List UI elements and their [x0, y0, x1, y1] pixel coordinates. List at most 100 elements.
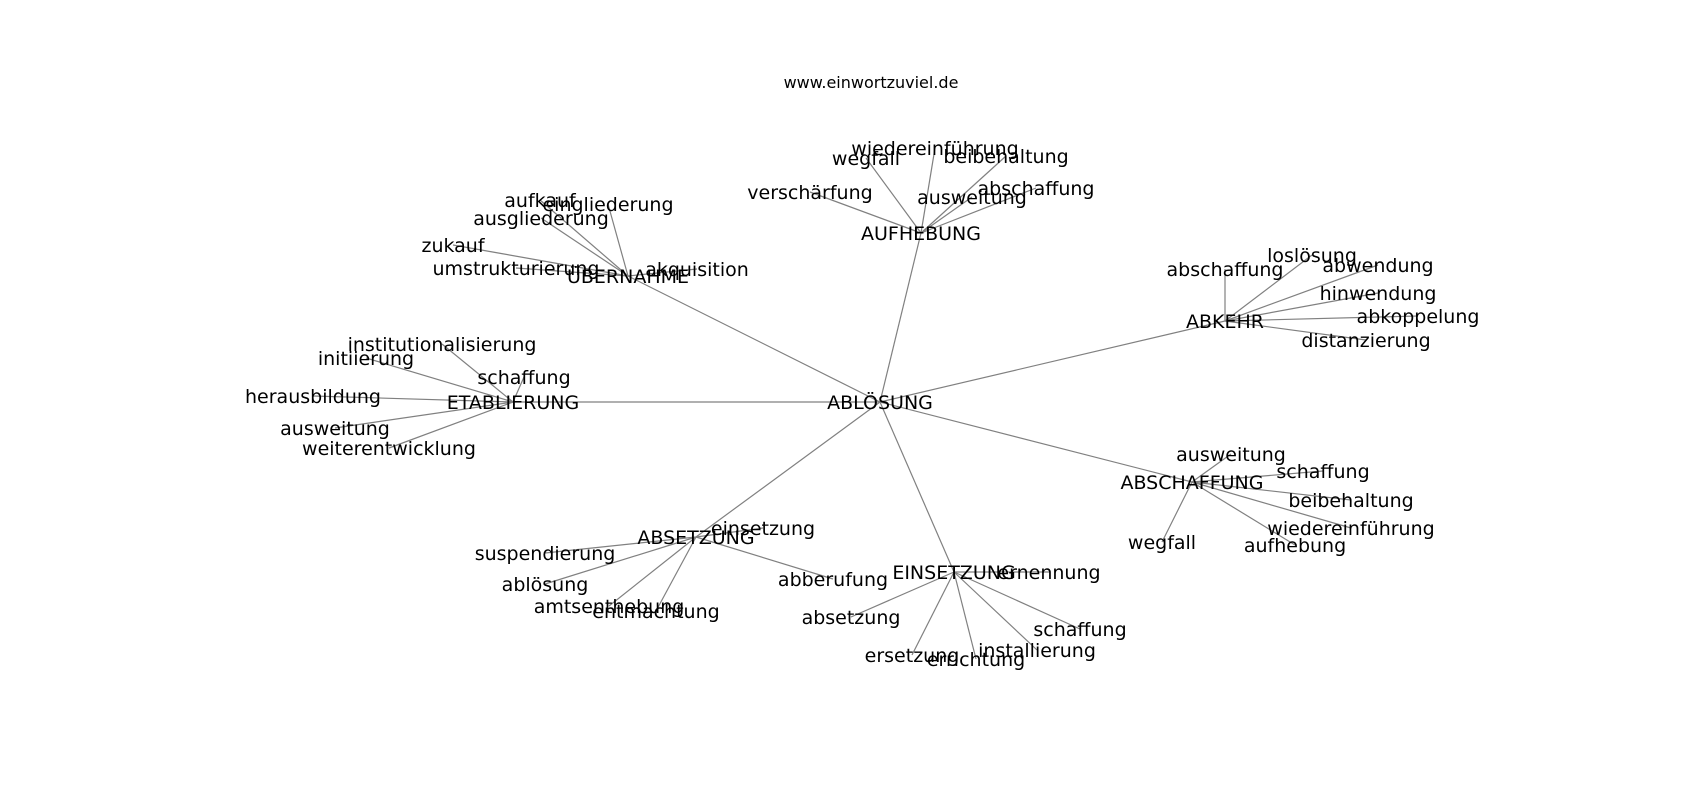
leaf-node-abkehr-abkoppelung: abkoppelung: [1357, 306, 1480, 328]
leaf-node-abkehr-abwendung: abwendung: [1322, 255, 1433, 277]
hub-node-absetzung: ABSETZUNG: [637, 527, 754, 549]
edge-einsetzung-errichtung: [953, 571, 977, 660]
hub-node-aufhebung: AUFHEBUNG: [861, 223, 981, 245]
leaf-node-etablierung-initiierung: initiierung: [318, 348, 414, 370]
hub-node-uebernahme: ÜBERNAHME: [567, 265, 689, 288]
edge-absetzung-abberufung: [695, 536, 834, 580]
edge-absetzung-suspendierung: [544, 536, 697, 554]
leaf-node-abkehr-distanzierung: distanzierung: [1301, 330, 1430, 352]
hub-node-einsetzung: EINSETZUNG: [892, 562, 1015, 584]
edge-abschaffung-schaffung: [1191, 470, 1324, 483]
leaf-node-abkehr-hinwendung: hinwendung: [1320, 283, 1437, 305]
leaf-node-einsetzung-installierung: installierung: [978, 640, 1096, 662]
leaf-node-etablierung-weiterentwicklung: weiterentwicklung: [302, 438, 476, 460]
leaf-node-abschaffung-aufhebung: aufhebung: [1244, 535, 1346, 557]
leaf-node-aufhebung-verschaerfung: verschärfung: [747, 182, 872, 204]
edge-abschaffung-wegfall: [1161, 481, 1193, 543]
edge-einsetzung-absetzung: [850, 571, 955, 618]
hub-node-abkehr: ABKEHR: [1186, 311, 1264, 333]
edge-einsetzung-ersetzung: [911, 571, 955, 656]
leaf-node-etablierung-ausweitung: ausweitung: [280, 418, 390, 440]
edge-abschaffung-beibehaltung: [1191, 481, 1352, 501]
edge-center-aufhebung: [879, 232, 922, 403]
leaf-node-aufhebung-beibehaltung: beibehaltung: [943, 146, 1068, 168]
leaf-node-absetzung-entmachtung: entmachtung: [592, 601, 719, 623]
edge-abkehr-abkoppelung: [1224, 315, 1419, 322]
edge-center-abschaffung: [879, 401, 1193, 483]
leaf-node-abschaffung-wiedereinfuehrung: wiedereinführung: [1267, 518, 1434, 540]
leaf-node-uebernahme-umstrukturierung: umstrukturierung: [433, 258, 600, 280]
edges-layer: [312, 147, 1419, 660]
edge-uebernahme-eingliederung: [607, 203, 629, 277]
leaf-node-abschaffung-wegfall: wegfall: [1128, 532, 1196, 554]
center-node-label: ABLÖSUNG: [827, 391, 933, 414]
edge-aufhebung-verschaerfung: [809, 191, 922, 234]
leaf-node-uebernahme-eingliederung: eingliederung: [542, 194, 673, 216]
edge-center-absetzung: [695, 401, 881, 538]
leaf-node-abschaffung-schaffung: schaffung: [1276, 461, 1369, 483]
site-url: www.einwortzuviel.de: [784, 73, 959, 92]
edge-etablierung-ausweitung: [334, 401, 514, 429]
leaf-node-abkehr-losloesung: loslösung: [1267, 245, 1357, 267]
leaf-node-aufhebung-abschaffung: abschaffung: [978, 178, 1095, 200]
edge-abschaffung-ausweitung: [1191, 453, 1232, 483]
leaf-node-etablierung-institutionalisierung: institutionalisierung: [348, 334, 537, 356]
leaf-node-absetzung-amtsenthebung: amtsenthebung: [534, 596, 685, 618]
edge-etablierung-schaffung: [512, 376, 525, 403]
edge-uebernahme-ausgliederung: [540, 217, 629, 277]
leaf-node-aufhebung-wiedereinfuehrung: wiedereinführung: [851, 138, 1018, 160]
leaf-node-absetzung-einsetzung: einsetzung: [711, 518, 815, 540]
edge-center-abkehr: [879, 320, 1226, 403]
leaf-node-absetzung-abloesung: ablösung: [502, 574, 589, 596]
edge-uebernahme-zukauf: [452, 244, 629, 277]
leaf-node-abschaffung-ausweitung: ausweitung: [1176, 444, 1286, 466]
edge-uebernahme-aufkauf: [539, 199, 629, 277]
edge-einsetzung-installierung: [953, 571, 1038, 651]
edge-aufhebung-wegfall: [865, 157, 922, 234]
edge-aufhebung-ausweitung: [920, 196, 973, 234]
edge-uebernahme-akquisition: [627, 268, 698, 277]
edge-absetzung-einsetzung: [695, 527, 764, 538]
edge-aufhebung-beibehaltung: [920, 155, 1007, 234]
leaf-node-etablierung-schaffung: schaffung: [477, 367, 570, 389]
leaf-node-einsetzung-ernennung: ernennung: [997, 562, 1100, 584]
edge-absetzung-entmachtung: [655, 536, 697, 612]
edge-center-uebernahme: [627, 275, 881, 403]
hub-node-abschaffung: ABSCHAFFUNG: [1120, 472, 1263, 494]
edge-etablierung-weiterentwicklung: [388, 401, 514, 449]
leaf-node-uebernahme-zukauf: zukauf: [421, 235, 485, 257]
leaf-node-absetzung-abberufung: abberufung: [778, 569, 888, 591]
edge-aufhebung-wiedereinfuehrung: [920, 147, 936, 234]
edge-abschaffung-aufhebung: [1191, 481, 1296, 546]
hub-node-etablierung: ETABLIERUNG: [447, 392, 579, 414]
leaf-node-etablierung-herausbildung: herausbildung: [245, 386, 381, 408]
leaf-node-absetzung-suspendierung: suspendierung: [475, 543, 616, 565]
edge-uebernahme-umstrukturierung: [515, 267, 629, 277]
edge-abkehr-losloesung: [1224, 254, 1313, 322]
edge-abkehr-hinwendung: [1224, 292, 1379, 322]
edge-etablierung-institutionalisierung: [441, 343, 514, 403]
edge-absetzung-amtsenthebung: [608, 536, 697, 607]
labels-layer: ABLÖSUNGAUFHEBUNGwiedereinführungwegfall…: [245, 138, 1479, 671]
leaf-node-uebernahme-akquisition: akquisition: [645, 259, 749, 281]
edge-abschaffung-wiedereinfuehrung: [1191, 481, 1352, 529]
edge-etablierung-initiierung: [365, 357, 514, 403]
edge-einsetzung-schaffung: [953, 571, 1081, 630]
leaf-node-abkehr-abschaffung: abschaffung: [1167, 259, 1284, 281]
leaf-node-aufhebung-wegfall: wegfall: [832, 148, 900, 170]
leaf-node-einsetzung-ersetzung: ersetzung: [865, 645, 960, 667]
edge-abkehr-distanzierung: [1224, 320, 1367, 341]
edge-etablierung-herausbildung: [312, 395, 514, 403]
leaf-node-uebernahme-ausgliederung: ausgliederung: [473, 208, 609, 230]
edge-aufhebung-abschaffung: [920, 187, 1037, 234]
leaf-node-aufhebung-ausweitung: ausweitung: [917, 187, 1027, 209]
leaf-node-einsetzung-errichtung: errichtung: [927, 649, 1025, 671]
edge-absetzung-abloesung: [544, 536, 697, 585]
leaf-node-uebernahme-aufkauf: aufkauf: [504, 190, 577, 212]
leaf-node-einsetzung-absetzung: absetzung: [802, 607, 901, 629]
edge-abkehr-abwendung: [1224, 264, 1379, 322]
leaf-node-einsetzung-schaffung: schaffung: [1033, 619, 1126, 641]
edge-center-einsetzung: [879, 401, 955, 573]
